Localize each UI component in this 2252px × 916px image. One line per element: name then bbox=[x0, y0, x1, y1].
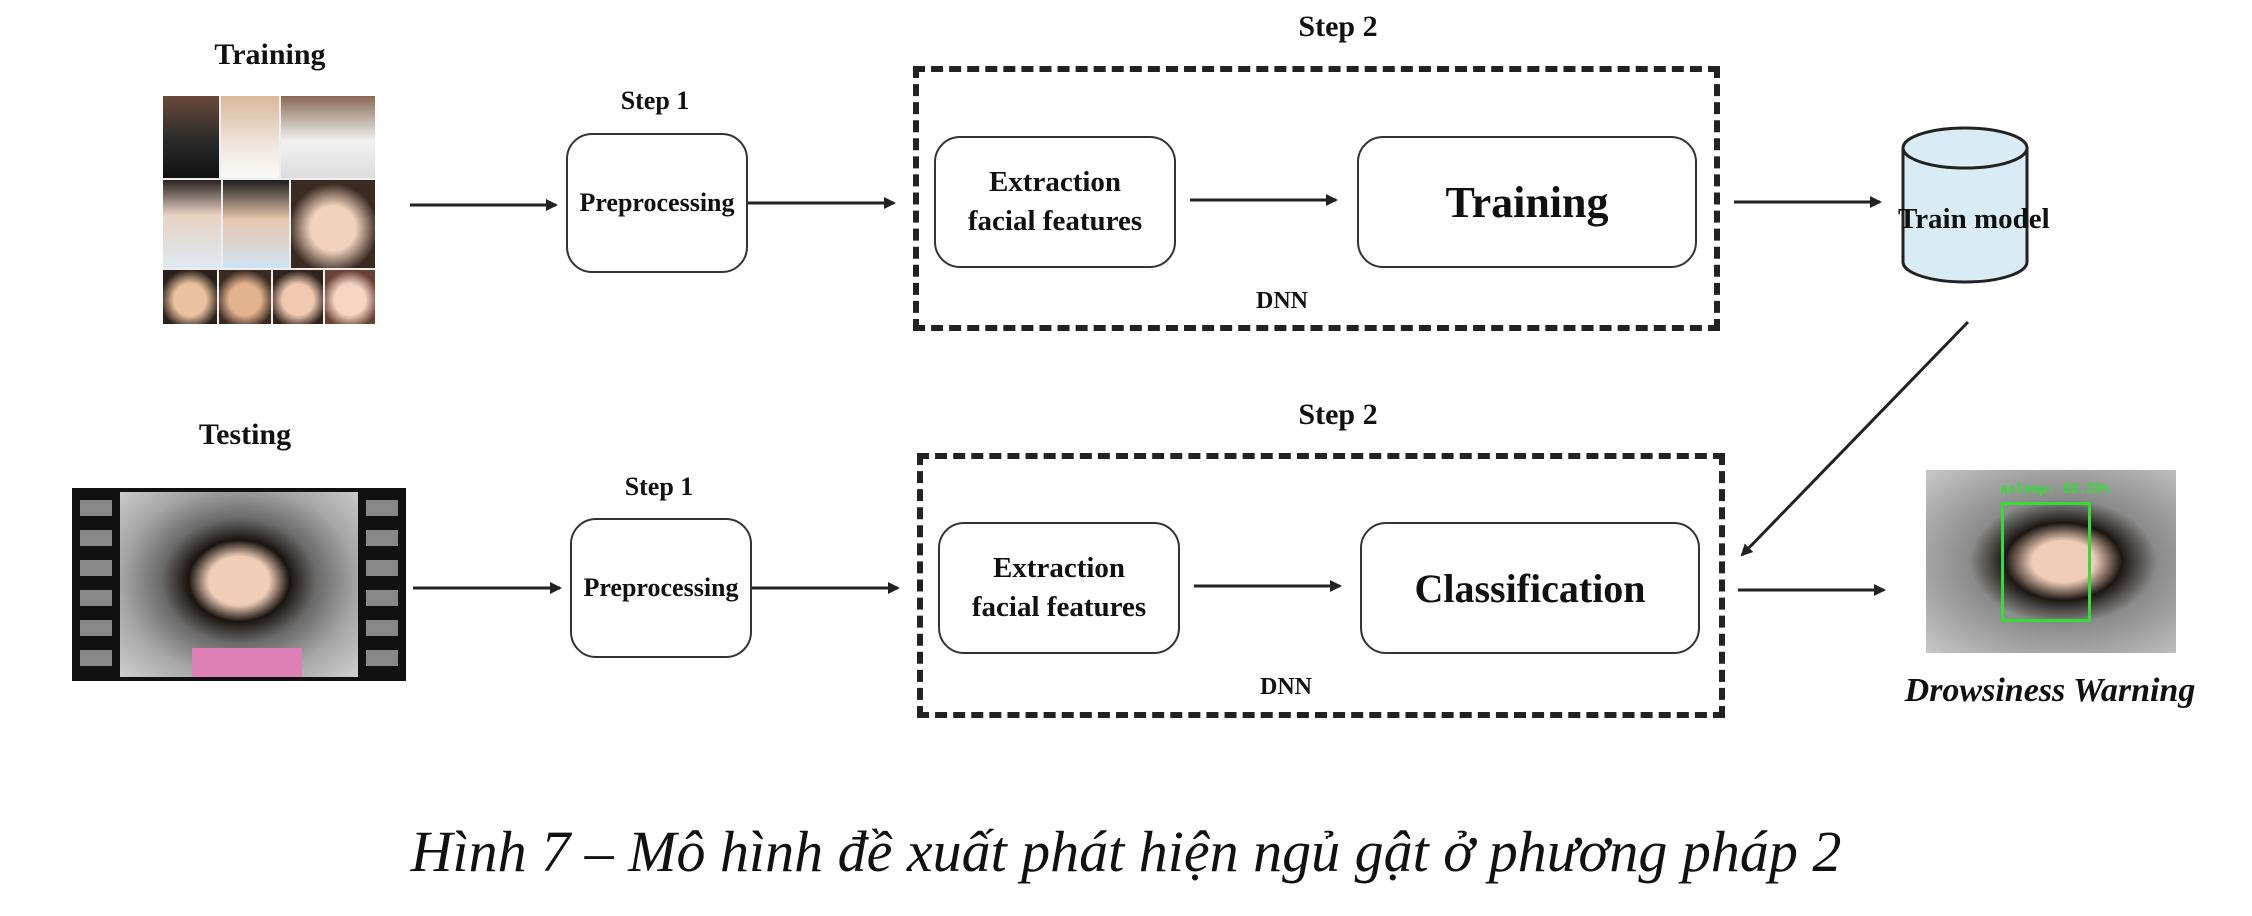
train-model-cylinder bbox=[1901, 126, 2029, 284]
bottom-preprocessing-box: Preprocessing bbox=[570, 518, 752, 658]
face-tile bbox=[219, 270, 271, 324]
film-hole bbox=[80, 560, 112, 576]
film-hole bbox=[80, 530, 112, 546]
bottom-extraction-box: Extraction facial features bbox=[938, 522, 1180, 654]
bottom-dnn-label: DNN bbox=[1260, 674, 1312, 700]
face-tile bbox=[273, 270, 323, 324]
testing-video-frame bbox=[72, 488, 406, 681]
face-tile bbox=[223, 180, 289, 268]
detection-box bbox=[2001, 502, 2091, 622]
bottom-extraction-line1: Extraction bbox=[992, 551, 1126, 584]
face-tile bbox=[163, 96, 219, 178]
film-hole bbox=[366, 500, 398, 516]
bottom-step1-label: Step 1 bbox=[624, 472, 694, 501]
top-dnn-container bbox=[913, 66, 1720, 331]
train-model-label: Train model bbox=[1898, 203, 2050, 235]
film-hole bbox=[80, 620, 112, 636]
detection-confidence-text: asleep: 88.59% bbox=[2000, 482, 2110, 497]
top-preprocessing-text: Preprocessing bbox=[579, 188, 735, 217]
film-hole bbox=[366, 560, 398, 576]
top-step2-label: Step 2 bbox=[1298, 10, 1378, 43]
film-hole bbox=[366, 650, 398, 666]
top-preprocessing-box: Preprocessing bbox=[566, 133, 748, 273]
top-dnn-label: DNN bbox=[1256, 288, 1308, 314]
video-frame-image bbox=[120, 492, 358, 677]
film-hole bbox=[366, 620, 398, 636]
top-extraction-line1: Extraction bbox=[988, 165, 1122, 198]
film-hole bbox=[80, 590, 112, 606]
face-tile bbox=[291, 180, 375, 268]
top-extraction-line2: facial features bbox=[967, 205, 1143, 237]
film-hole bbox=[80, 500, 112, 516]
training-box: Training bbox=[1357, 136, 1697, 268]
face-tile bbox=[325, 270, 375, 324]
drowsiness-warning-label: Drowsiness Warning bbox=[1904, 672, 2196, 709]
face-tile bbox=[281, 96, 375, 178]
arrow-model-to-classification bbox=[1740, 320, 1970, 557]
face-tile bbox=[163, 270, 217, 324]
classification-box-text: Classification bbox=[1414, 565, 1646, 611]
face-tile bbox=[221, 96, 279, 178]
bottom-step2-label: Step 2 bbox=[1298, 398, 1378, 431]
film-hole bbox=[366, 590, 398, 606]
drowsiness-output-image: asleep: 88.59% bbox=[1926, 470, 2176, 653]
bottom-extraction-line2: facial features bbox=[971, 591, 1147, 623]
bottom-preprocessing-text: Preprocessing bbox=[583, 573, 739, 602]
bottom-dnn-container bbox=[917, 453, 1725, 718]
face-tile bbox=[163, 180, 221, 268]
classification-box: Classification bbox=[1360, 522, 1700, 654]
training-label: Training bbox=[214, 38, 326, 71]
film-hole bbox=[80, 650, 112, 666]
figure-caption: Hình 7 – Mô hình đề xuất phát hiện ngủ g… bbox=[410, 819, 1842, 884]
film-hole bbox=[366, 530, 398, 546]
testing-label: Testing bbox=[198, 418, 292, 451]
top-extraction-box: Extraction facial features bbox=[934, 136, 1176, 268]
top-step1-label: Step 1 bbox=[620, 86, 690, 115]
video-shirt bbox=[192, 648, 302, 677]
training-face-collage bbox=[163, 96, 375, 324]
training-box-text: Training bbox=[1445, 177, 1609, 227]
